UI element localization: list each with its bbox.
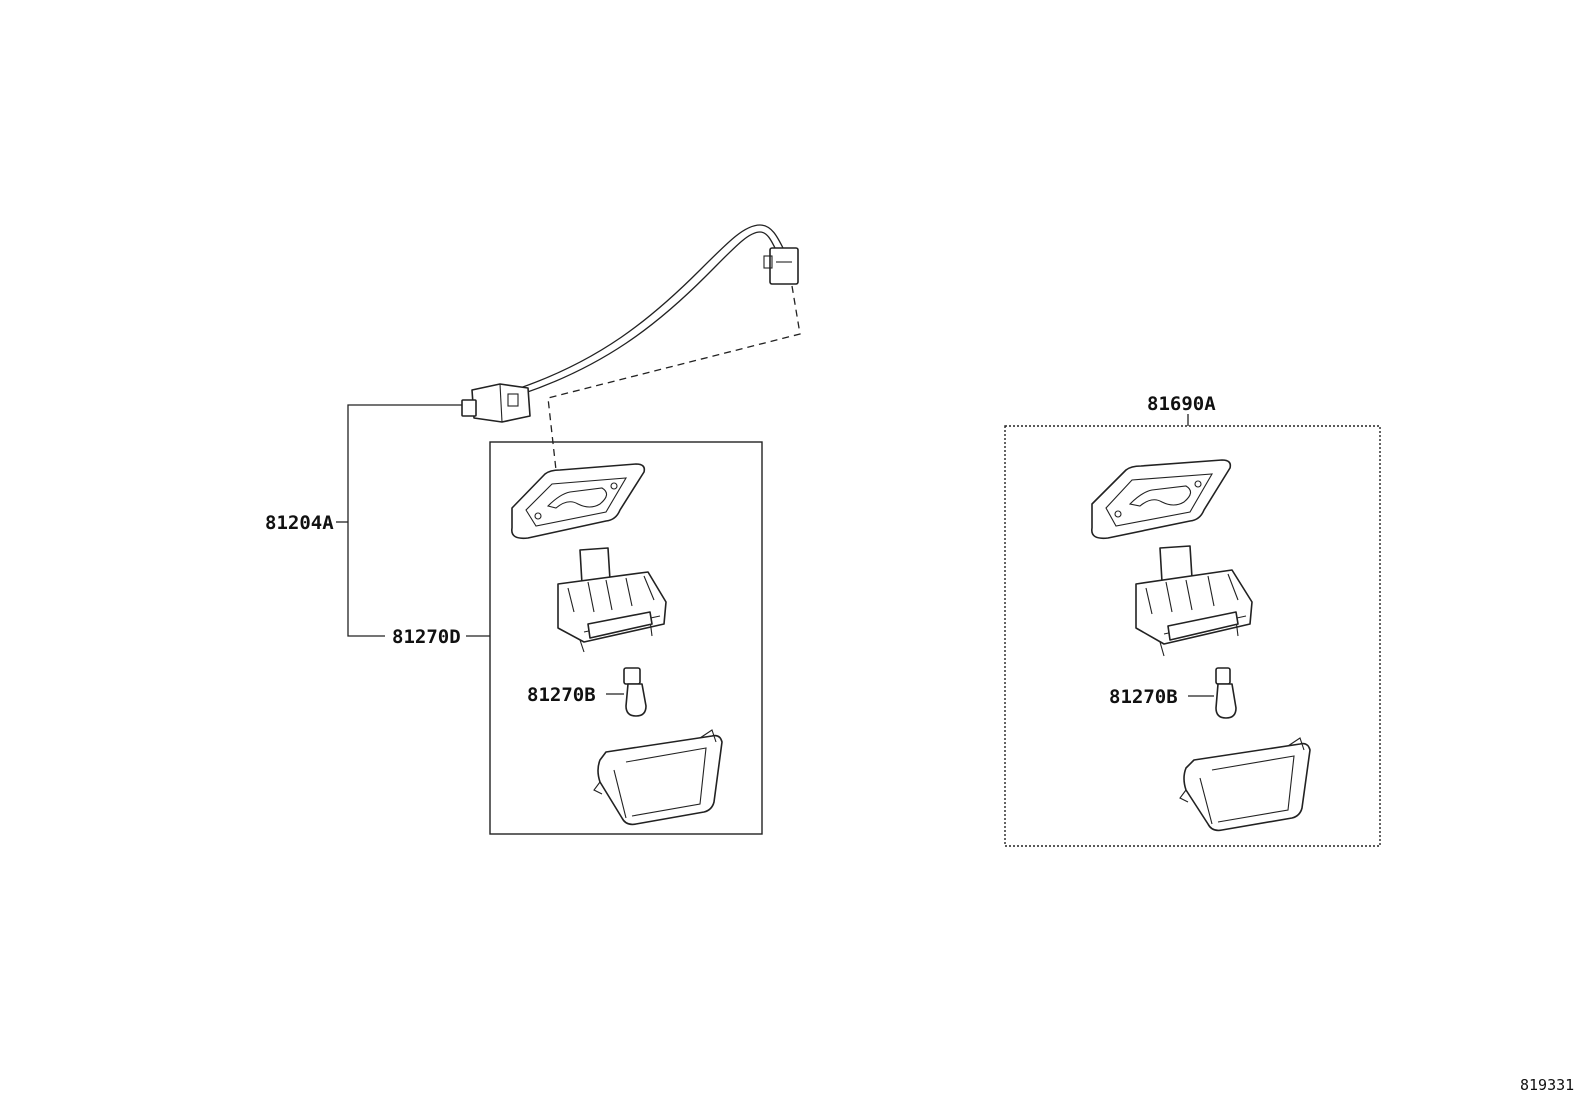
wire-harness-icon[interactable] bbox=[461, 224, 799, 423]
label-81204a: 81204A bbox=[265, 512, 334, 534]
lamp-housing-icon[interactable] bbox=[1135, 545, 1253, 657]
lens-cover-icon[interactable] bbox=[593, 729, 723, 826]
bulb-icon[interactable] bbox=[1215, 667, 1237, 719]
lamp-assy-box-right bbox=[1004, 425, 1381, 847]
label-81270d: 81270D bbox=[392, 626, 461, 648]
lamp-assy-box-left bbox=[489, 441, 763, 835]
lamp-housing-icon[interactable] bbox=[557, 547, 667, 653]
label-81270b-right: 81270B bbox=[1109, 686, 1178, 708]
label-81690a: 81690A bbox=[1147, 393, 1216, 415]
figure-number: 819331 bbox=[1520, 1076, 1574, 1094]
lens-cover-icon[interactable] bbox=[1179, 737, 1311, 832]
lens-gasket-icon[interactable] bbox=[511, 463, 646, 540]
lens-gasket-icon[interactable] bbox=[1091, 459, 1232, 540]
bulb-icon[interactable] bbox=[623, 667, 647, 717]
label-81270b-left: 81270B bbox=[527, 684, 596, 706]
